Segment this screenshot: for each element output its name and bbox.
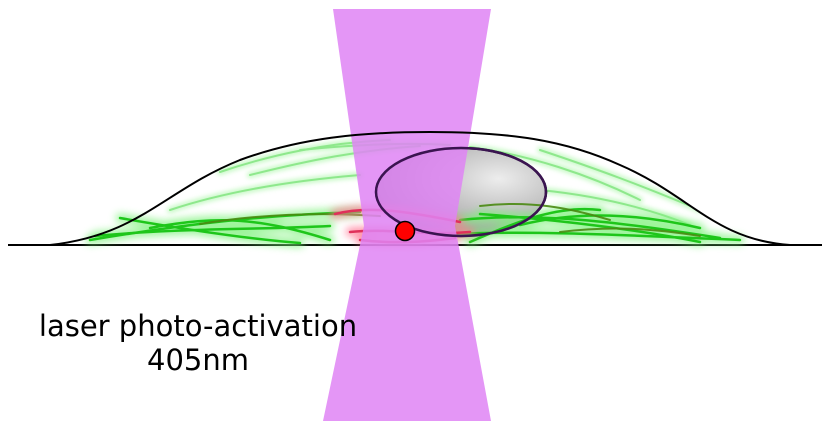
caption-line-2: 405nm	[18, 343, 378, 377]
activation-point	[396, 222, 415, 241]
caption-label: laser photo-activation 405nm	[18, 309, 378, 377]
caption-line-1: laser photo-activation	[18, 309, 378, 343]
